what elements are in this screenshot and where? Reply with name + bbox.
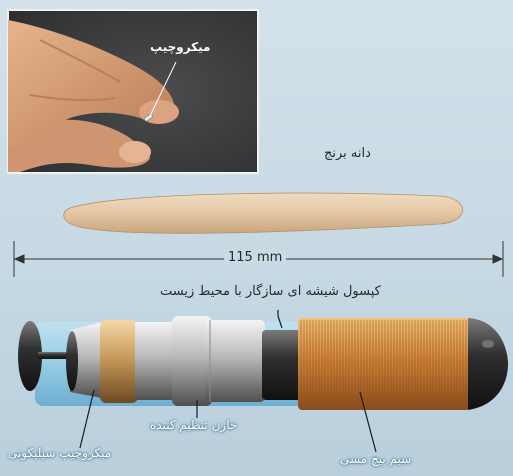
- capacitor-section: [172, 316, 265, 406]
- capacitor-label: خازن تنظیم کننده: [150, 418, 237, 432]
- length-label: 115 mm: [224, 250, 286, 265]
- silicon-microchip-label: میکروچیپ سیلیکونی: [8, 446, 111, 460]
- connector: [262, 330, 302, 400]
- microchip-section: [66, 320, 175, 403]
- copper-coil: [298, 318, 470, 410]
- copper-coil-label: سیم پیچ مسی: [340, 452, 411, 466]
- right-end-cap: [468, 318, 508, 410]
- microchip-label: میکروچیپ: [150, 40, 210, 54]
- rice-grain-label: دانه برنج: [324, 146, 371, 161]
- inset-hand-photo: [8, 10, 258, 173]
- rice-grain: [64, 193, 463, 233]
- glass-capsule-label: کپسول شیشه ای سازگار با محیط زیست: [160, 284, 381, 299]
